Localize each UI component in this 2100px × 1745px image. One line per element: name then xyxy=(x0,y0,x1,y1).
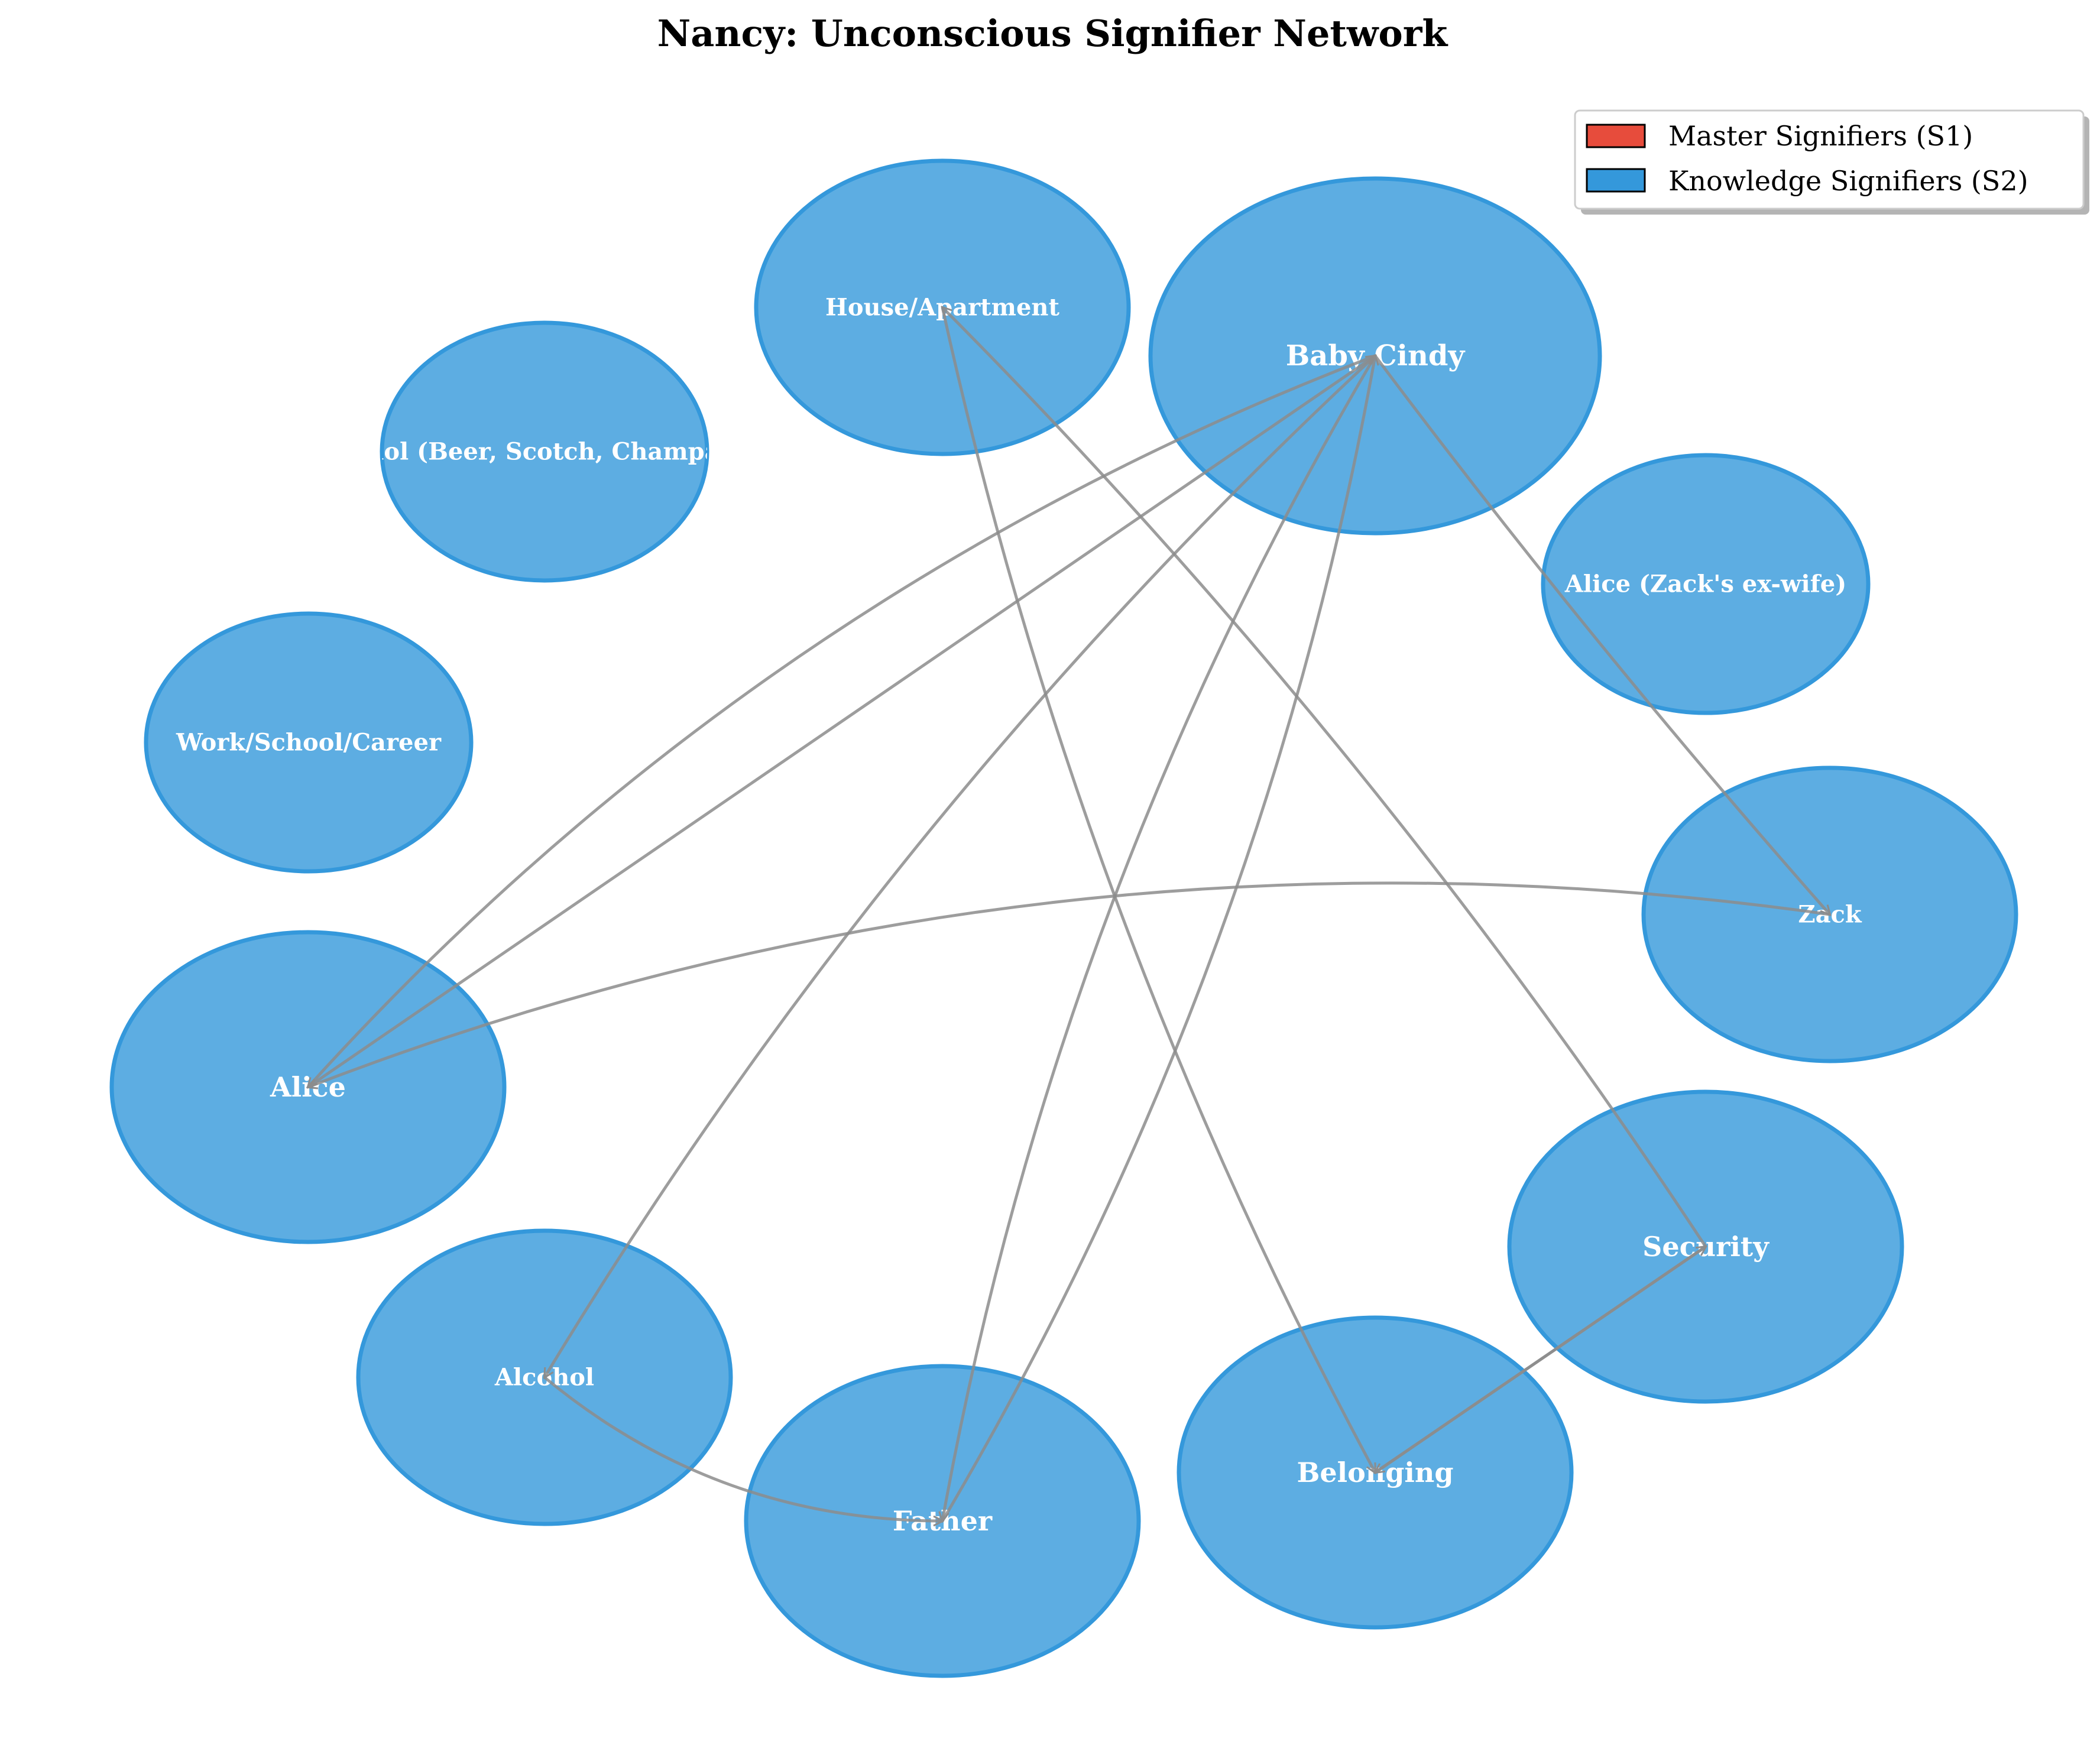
edge-babycindy-to-alcohol xyxy=(545,355,1376,1377)
node-label-alcohol: Alcohol xyxy=(494,1364,594,1392)
edge-babycindy-to-alice xyxy=(308,354,1376,1087)
edge-security-to-house xyxy=(942,307,1707,1248)
edge-belonging-to-security xyxy=(1374,1247,1706,1474)
legend-label-master: Master Signifiers (S1) xyxy=(1668,120,1973,152)
legend-frame xyxy=(1574,109,2085,210)
legend-swatch-knowledge xyxy=(1586,168,1646,193)
node-alcoholbrands: Alcohol (Beer, Scotch, Champagne) xyxy=(309,320,780,583)
node-shape-work xyxy=(144,611,474,874)
edge-father-to-babycindy xyxy=(941,356,1375,1522)
edge-house-to-belonging xyxy=(941,307,1377,1472)
node-label-zack: Zack xyxy=(1798,901,1862,929)
edge-alcohol-to-father xyxy=(543,1376,942,1521)
legend: Master Signifiers (S1) Knowledge Signifi… xyxy=(1574,109,2089,215)
edges-layer xyxy=(308,307,1830,1521)
edge-zack-to-alice xyxy=(308,881,1830,1087)
node-work: Work/School/Career xyxy=(144,611,474,874)
figure-title: Nancy: Unconscious Signifier Network xyxy=(657,12,1449,55)
legend-swatch-master xyxy=(1586,124,1646,148)
edge-babycindy-to-zack xyxy=(1373,355,1830,914)
node-shape-alcoholbrands xyxy=(380,320,709,583)
node-label-alcoholbrands: Alcohol (Beer, Scotch, Champagne) xyxy=(309,438,780,466)
legend-label-knowledge: Knowledge Signifiers (S2) xyxy=(1668,165,2028,197)
node-alicezack: Alice (Zack's ex-wife) xyxy=(1541,453,1871,715)
edge-alice-to-babycindy xyxy=(307,356,1375,1089)
node-shape-alicezack xyxy=(1541,453,1871,715)
node-label-security: Security xyxy=(1642,1231,1770,1263)
edge-babycindy-to-father xyxy=(942,355,1377,1521)
node-label-alicezack: Alice (Zack's ex-wife) xyxy=(1564,570,1846,598)
node-label-work: Work/School/Career xyxy=(176,729,442,757)
